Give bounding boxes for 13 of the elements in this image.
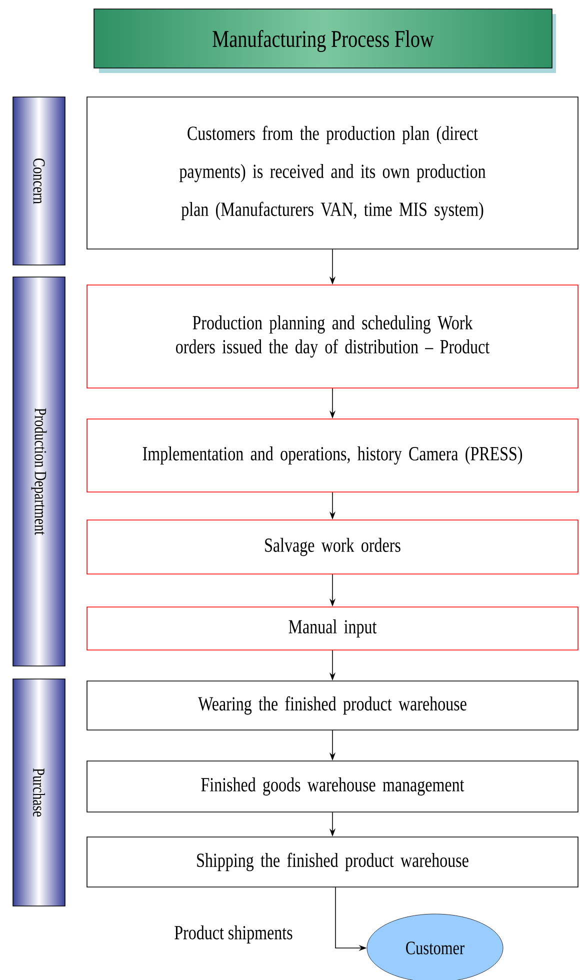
title-banner: Manufacturing Process Flow — [94, 8, 556, 73]
process-box: Salvage work orders — [86, 520, 578, 574]
process-box: Manual input — [86, 606, 578, 650]
edge-label: Product shipments — [174, 925, 292, 944]
process-box: Production planning and scheduling Work orders issued the day of distribution – Product — [86, 284, 578, 388]
department-band: Concern — [12, 96, 66, 266]
department-band: Purchase — [12, 678, 66, 906]
process-box: Customers from the production plan (direct payments) is received and its own production plan (Manufacturers VAN, time MIS system) — [86, 96, 578, 250]
department-band: Production Department — [12, 276, 66, 666]
process-box: Finished goods warehouse management — [86, 760, 578, 812]
process-box: Shipping the finished product warehouse — [86, 836, 578, 888]
process-box: Implementation and operations, history Camera (PRESS) — [86, 418, 578, 492]
process-box: Wearing the finished product warehouse — [86, 680, 578, 730]
